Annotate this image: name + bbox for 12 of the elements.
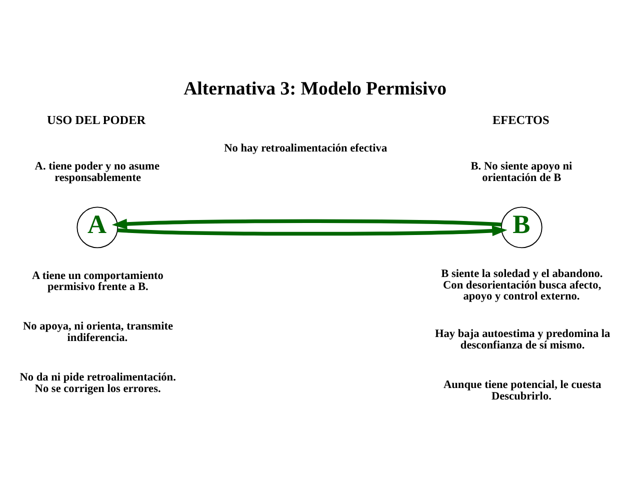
label: No hay retroalimentación efectiva <box>224 142 388 154</box>
node-label: A. tiene poder y no asume responsablemente <box>34 160 160 184</box>
diagram-title: Alternativa 3: Modelo Permisivo <box>184 78 447 100</box>
label: USO DEL PODER <box>47 113 146 128</box>
node-label: B. No siente apoyo ni orientación de B <box>470 160 572 184</box>
label: No apoya, ni orienta, transmite indiferencia. <box>23 320 174 344</box>
label: Hay baja autoestima y predomina la desconfianza de sí mismo. <box>435 328 610 352</box>
label: EFECTOS <box>492 113 550 128</box>
label: Aunque tiene potencial, le cuesta Descubrirlo. <box>443 379 602 402</box>
label: No da ni pide retroalimentación. No se corrigen los errores. <box>20 372 176 395</box>
label: A tiene un comportamiento permisivo frente a B. <box>32 270 164 294</box>
label: B siente la soledad y el abandono. Con desorientación busca afecto, apoyo y control externo. <box>441 268 603 303</box>
